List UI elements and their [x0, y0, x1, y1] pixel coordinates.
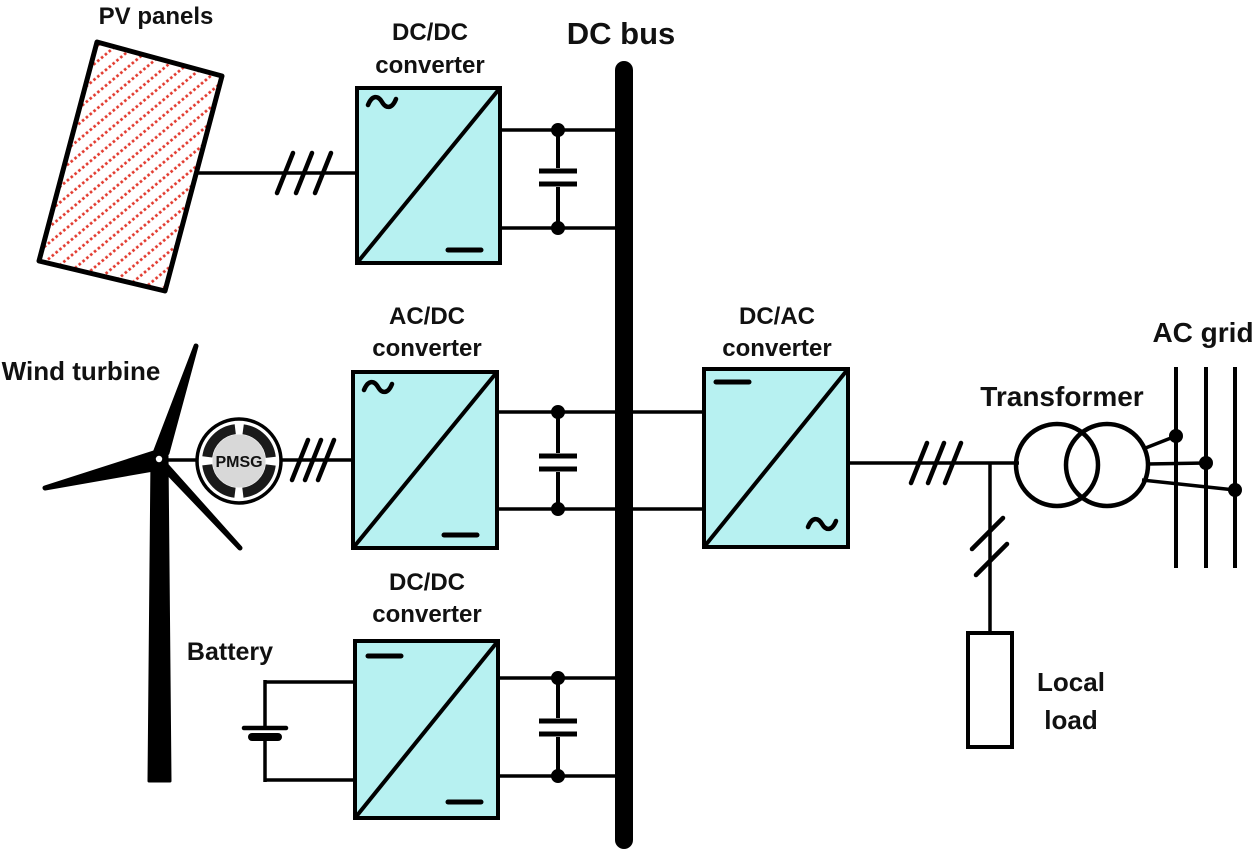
transformer-icon	[1013, 421, 1151, 509]
phase-slash-marks	[274, 150, 1010, 578]
local-load-resistor	[966, 631, 1014, 749]
pv-line-slashes	[274, 150, 334, 196]
pv-panels-label: PV panels	[99, 3, 214, 30]
wind-line-slashes	[289, 437, 337, 483]
junction-dot	[551, 221, 565, 235]
wind-turbine-icon	[42, 343, 243, 783]
junction-dot	[551, 123, 565, 137]
ac-grid-label: AC grid	[1152, 317, 1253, 348]
dcac-output-slashes	[908, 440, 964, 486]
battery-converter-label: DC/DC converter	[372, 569, 481, 628]
wind-turbine-label: Wind turbine	[2, 356, 161, 386]
grid-phase-tap-c	[1141, 478, 1236, 492]
turbine-blade-left	[42, 449, 162, 491]
turbine-tower	[147, 454, 172, 783]
svg-text:converter: converter	[372, 601, 481, 628]
transformer-label: Transformer	[980, 381, 1143, 412]
wiring	[162, 128, 1019, 782]
svg-text:converter: converter	[722, 335, 831, 362]
grid-dcac-converter-box	[702, 367, 850, 549]
pv-dc-link-capacitor	[539, 123, 577, 235]
pmsg-label: PMSG	[215, 454, 262, 471]
dc-link-capacitors	[539, 123, 577, 783]
svg-text:load: load	[1044, 705, 1097, 735]
junction-dot	[551, 405, 565, 419]
junction-dot	[1199, 456, 1213, 470]
local-load-slashes	[969, 515, 1010, 578]
svg-text:converter: converter	[372, 335, 481, 362]
battery-icon	[241, 725, 289, 741]
battery-dc-link-capacitor	[539, 671, 577, 783]
ac-wave-symbol	[805, 516, 839, 532]
battery-label: Battery	[187, 638, 273, 666]
junction-dot	[1169, 429, 1183, 443]
svg-text:DC/DC: DC/DC	[392, 19, 468, 46]
ac-grid-lines	[1141, 367, 1242, 568]
pmsg-rotor	[212, 434, 266, 488]
svg-text:DC/DC: DC/DC	[389, 569, 465, 596]
svg-text:Local: Local	[1037, 667, 1105, 697]
ac-wave-symbol	[361, 379, 395, 395]
junction-dot	[551, 671, 565, 685]
svg-text:DC/AC: DC/AC	[739, 303, 815, 330]
ac-wave-symbol	[365, 94, 399, 110]
pv-dcdc-converter-box	[355, 86, 502, 265]
svg-text:AC/DC: AC/DC	[389, 303, 465, 330]
turbine-hub-center	[155, 455, 163, 463]
pmsg-generator-icon: PMSG	[195, 417, 283, 505]
grid-converter-label: DC/AC converter	[722, 303, 831, 362]
wind-dc-link-capacitor	[539, 405, 577, 516]
local-load-label: Local load	[1037, 667, 1105, 735]
svg-text:converter: converter	[375, 52, 484, 79]
pv-panel-icon	[36, 39, 225, 294]
wind-converter-label: AC/DC converter	[372, 303, 481, 362]
junction-dot	[551, 769, 565, 783]
wind-acdc-converter-box	[351, 370, 499, 550]
dc-bus-label: DC bus	[567, 16, 676, 51]
battery-dcdc-converter-box	[353, 639, 500, 820]
junction-dot	[1228, 483, 1242, 497]
pv-converter-label: DC/DC converter	[375, 19, 484, 79]
junction-dot	[551, 502, 565, 516]
